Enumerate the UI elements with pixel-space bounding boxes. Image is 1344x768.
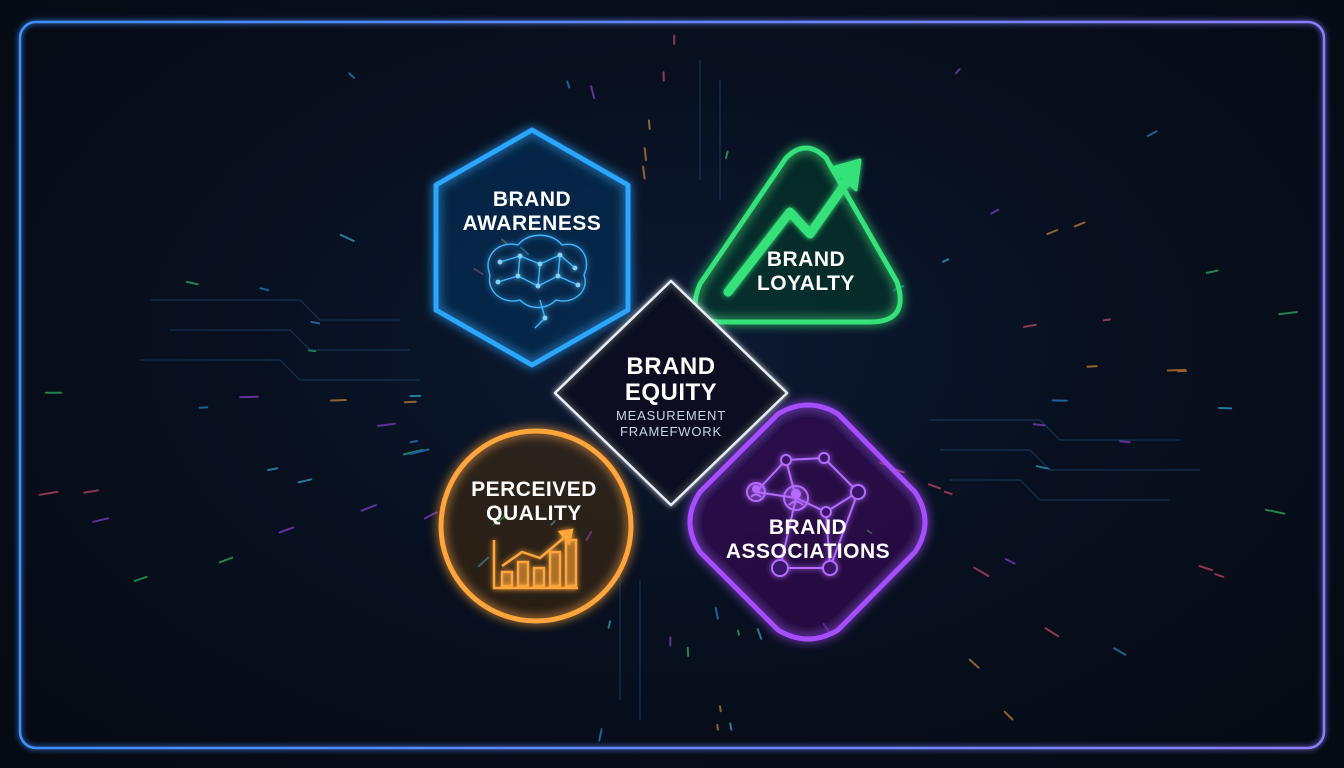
light-streak <box>607 620 612 629</box>
rising-arrow-icon <box>723 158 862 297</box>
light-streak <box>348 72 356 79</box>
light-streak <box>895 468 905 474</box>
light-streak <box>1113 647 1127 656</box>
light-streak <box>1278 311 1298 316</box>
quality-label-line1: PERCEIVED <box>471 478 597 501</box>
light-streak <box>647 119 651 130</box>
light-streak <box>360 504 377 512</box>
light-streak <box>1004 558 1016 565</box>
light-streak <box>409 440 418 444</box>
brain-network-icon <box>487 234 588 329</box>
light-streak <box>590 85 596 100</box>
light-streak <box>278 526 295 534</box>
light-streak <box>973 566 990 577</box>
light-streak <box>218 556 234 564</box>
awareness-label-line1: BRAND <box>493 188 571 211</box>
light-streak <box>1035 465 1050 470</box>
light-streak <box>1046 229 1059 236</box>
loyalty-label-line2: LOYALTY <box>757 272 855 295</box>
people-network-icon <box>746 452 866 577</box>
light-streak <box>943 490 953 496</box>
center-subtitle-line2: FRAMEFWORK <box>620 424 722 439</box>
light-streak <box>38 490 59 496</box>
node-brand-associations: BRAND ASSOCIATIONS <box>687 402 928 642</box>
center-title-line2: EQUITY <box>625 379 717 406</box>
loyalty-label-line1: BRAND <box>767 248 845 271</box>
light-streak <box>423 511 438 520</box>
node-brand-equity-center: BRAND EQUITY MEASUREMENT FRAMEFWORK <box>553 279 789 507</box>
light-streak <box>1166 368 1187 372</box>
light-streak <box>1214 573 1225 578</box>
light-streak <box>719 705 722 713</box>
light-streak <box>1023 323 1037 328</box>
light-streak <box>1147 130 1158 137</box>
light-streak <box>729 722 733 731</box>
light-streak <box>598 728 603 742</box>
light-streak <box>267 467 279 472</box>
light-streak <box>310 320 321 325</box>
quality-label-line2: QUALITY <box>486 502 582 525</box>
light-streak <box>330 399 347 402</box>
node-perceived-quality: PERCEIVED QUALITY <box>438 428 634 624</box>
light-streak <box>403 400 417 404</box>
center-title-line1: BRAND <box>626 353 715 380</box>
light-streak <box>990 208 1000 215</box>
center-diamond <box>553 279 789 507</box>
node-brand-loyalty: BRAND LOYALTY <box>692 145 903 325</box>
light-streak <box>954 68 961 75</box>
light-streak <box>83 489 99 494</box>
associations-diamond <box>687 402 928 642</box>
light-streak <box>927 483 941 490</box>
node-brand-awareness: BRAND AWARENESS <box>433 127 631 368</box>
light-streak <box>297 478 313 484</box>
light-streak <box>409 448 430 455</box>
light-streak <box>259 287 270 292</box>
light-streak <box>1086 365 1098 368</box>
light-streak <box>1205 269 1219 274</box>
light-streak <box>92 517 110 523</box>
light-streak <box>1073 221 1086 228</box>
light-streak <box>756 628 763 640</box>
light-streak <box>1119 440 1131 444</box>
associations-label-line2: ASSOCIATIONS <box>726 540 890 563</box>
light-streak <box>1198 565 1214 572</box>
light-streak <box>1102 318 1111 322</box>
outer-frame <box>18 20 1326 750</box>
light-streak <box>643 147 647 161</box>
light-streak <box>566 80 571 89</box>
light-streak <box>942 258 950 263</box>
light-streak <box>377 422 396 427</box>
quality-circle <box>438 428 634 624</box>
light-streak <box>339 233 355 242</box>
light-streak <box>642 165 646 180</box>
light-streak <box>1032 423 1046 427</box>
associations-label-line1: BRAND <box>769 516 847 539</box>
light-streak <box>714 607 719 620</box>
light-streak <box>1264 508 1286 515</box>
light-streak <box>1044 627 1060 638</box>
light-streak <box>1003 710 1014 721</box>
light-streak <box>133 575 148 583</box>
light-streak <box>968 658 980 669</box>
light-streak <box>725 150 729 160</box>
light-streak <box>737 629 740 636</box>
bar-chart-trend-icon <box>492 528 578 590</box>
center-subtitle-line1: MEASUREMENT <box>616 408 726 423</box>
light-streak <box>185 280 199 286</box>
light-streak <box>686 646 690 657</box>
awareness-hexagon <box>433 127 631 368</box>
circuit-traces <box>140 60 1200 720</box>
light-streak <box>716 723 719 731</box>
awareness-label-line2: AWARENESS <box>463 212 602 235</box>
